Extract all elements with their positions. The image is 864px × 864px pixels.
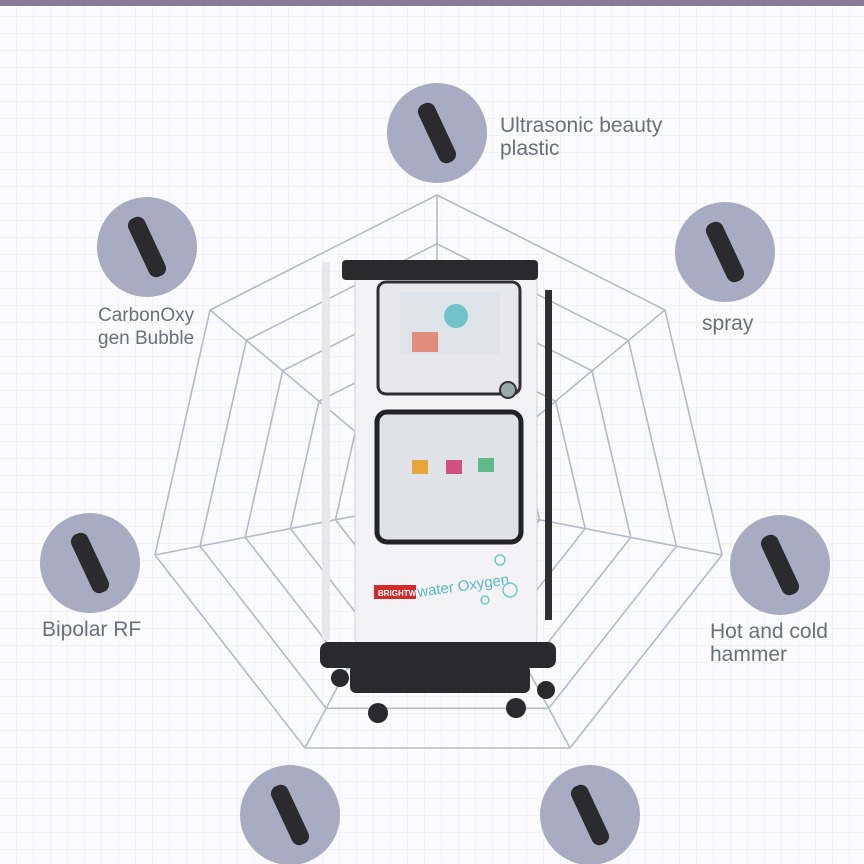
handpiece-shape (705, 221, 745, 283)
brand-logo-text: BRIGHTWAY (378, 589, 427, 598)
feature-label-carbonoxygen: CarbonOxy gen Bubble (98, 305, 195, 349)
handpiece-shape (270, 784, 310, 846)
machine-illustration (320, 260, 556, 723)
handpiece-shape (760, 534, 800, 596)
web-ring (154, 194, 723, 749)
top-accent-bar (0, 0, 864, 6)
feature-label-ultrasonic: Ultrasonic beauty plastic (500, 114, 663, 160)
handpiece-shape (417, 102, 457, 164)
brand-logo (374, 585, 416, 599)
handpiece-shape (70, 532, 110, 594)
handpiece-shape (127, 216, 167, 278)
feature-label-hammer: Hot and cold hammer (710, 620, 828, 666)
web-ring (199, 242, 678, 710)
feature-label-spray: spray (702, 312, 754, 335)
feature-label-bipolar-rf: Bipolar RF (42, 618, 142, 641)
handpiece-shape (570, 784, 610, 846)
